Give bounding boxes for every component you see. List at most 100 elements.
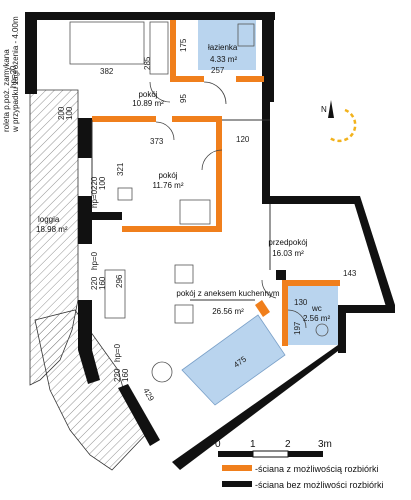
scale-seg-3 — [288, 451, 323, 457]
wall-top — [25, 12, 275, 20]
window-1-label-b: 100 — [65, 106, 74, 120]
dim-429: 429 — [141, 387, 156, 404]
sofa — [104, 269, 126, 319]
dim-296: 296 — [115, 274, 124, 288]
wall-bottom-diag — [172, 345, 346, 470]
wc-floor — [287, 285, 338, 345]
shutter-note-line1: roleta p.poż. zamykana — [2, 49, 11, 132]
wall-left-top — [25, 12, 37, 94]
desk — [117, 187, 133, 201]
door-swings — [149, 81, 307, 329]
kitchen-counter — [181, 314, 286, 406]
room-name-middle: pokój — [158, 171, 177, 180]
dining-table — [151, 361, 173, 383]
scale-tick-1: 1 — [250, 439, 256, 450]
compass: N — [321, 100, 357, 143]
dim-257: 257 — [211, 66, 225, 75]
room-wall-top-left — [92, 116, 156, 122]
dim-130: 130 — [294, 298, 308, 307]
dim-120: 120 — [236, 135, 250, 144]
bath-tub — [237, 23, 255, 47]
dim-95: 95 — [179, 94, 188, 103]
wardrobe-mid — [179, 199, 211, 225]
window-3-label-c: hp=0 — [90, 251, 99, 270]
window-3-label-a: 220 — [90, 276, 99, 290]
bathroom-floor — [198, 20, 256, 70]
room-name-wc: wc — [311, 304, 322, 313]
wall-left-col2 — [78, 196, 92, 244]
window-1-label-c: hp=20 — [9, 65, 18, 88]
scale-bar: 0 1 2 3m — [215, 439, 332, 458]
structural-walls — [25, 12, 395, 470]
window-2-label-b: 100 — [98, 176, 107, 190]
room-wall-right — [216, 116, 222, 232]
legend-swatch-non-removable — [222, 481, 252, 487]
partition-lines — [91, 119, 271, 301]
wardrobe-top — [149, 21, 169, 75]
scale-seg-1 — [218, 451, 253, 457]
armchair — [174, 264, 194, 284]
bath-wall-bottom-right — [236, 76, 264, 82]
room-area-wc: 2.56 m² — [303, 314, 330, 323]
bath-wall-left — [170, 20, 176, 82]
legend: -ściana z możliwością rozbiórki -ściana … — [222, 464, 384, 490]
wall-lower-left — [78, 350, 100, 384]
wc-bowl — [315, 323, 329, 337]
room-wall-bottom — [122, 226, 222, 232]
compass-needle — [328, 100, 334, 118]
room-area-living-kitchen: 26.56 m² — [212, 307, 244, 316]
wall-wc-stub — [276, 270, 286, 280]
room-wall-top-right — [172, 116, 222, 122]
dim-143: 143 — [343, 269, 357, 278]
wc-wall-left — [282, 280, 288, 346]
window-1-label-a: 200 — [57, 106, 66, 120]
kitchen-wall-diag — [255, 300, 270, 317]
legend-swatch-removable — [222, 465, 252, 471]
window-4-label-c: hp=0 — [113, 343, 122, 362]
dim-175: 175 — [179, 38, 188, 52]
compass-arc — [329, 108, 357, 143]
wall-lower-diag — [118, 384, 160, 446]
scale-seg-2 — [252, 450, 289, 458]
wc-wall-top — [282, 280, 340, 286]
loggia-lower-floor — [34, 309, 151, 471]
wall-wc-right — [338, 305, 346, 353]
scale-tick-3: 3m — [318, 439, 332, 450]
armchair-2 — [174, 304, 194, 324]
wall-right-bottom — [340, 305, 395, 313]
legend-label-non-removable: -ściana bez możliwości rozbiórki — [255, 480, 384, 490]
legend-label-removable: -ściana z możliwością rozbiórki — [255, 464, 379, 474]
room-name-living-kitchen: pokój z aneksem kuchennym — [176, 289, 280, 298]
wall-hall-right — [352, 196, 395, 310]
window-4-label-b: 160 — [121, 368, 130, 382]
room-area-bathroom: 4.33 m² — [210, 55, 237, 64]
room-name-loggia: loggia — [38, 215, 60, 224]
window-2-label-a: 220 — [90, 176, 99, 190]
scale-tick-2: 2 — [285, 439, 291, 450]
wall-hall-top — [262, 196, 360, 204]
room-area-middle: 11.76 m² — [153, 181, 184, 190]
window-4-label-a: 220 — [113, 368, 122, 382]
room-area-hallway: 16.03 m² — [272, 249, 304, 258]
scale-tick-0: 0 — [215, 439, 221, 450]
wall-left-col3 — [78, 300, 92, 350]
bath-wall-bottom — [170, 76, 204, 82]
window-2-label-c: hp=0 — [90, 189, 99, 208]
room-area-loggia: 18.98 m² — [36, 225, 68, 234]
room-area-bedroom-top: 10.89 m² — [132, 99, 164, 108]
removable-walls — [92, 20, 340, 346]
dim-197: 197 — [293, 321, 302, 335]
wall-left-col1 — [78, 118, 92, 158]
dim-285: 285 — [143, 56, 152, 70]
compass-north-label: N — [321, 105, 327, 114]
bed — [69, 21, 145, 65]
room-name-bathroom: łazienka — [208, 43, 238, 52]
shutter-note-line2: w przypadku zagrożenia - 4.00m — [11, 16, 20, 133]
room-name-bedroom-top: pokój — [138, 90, 157, 99]
wall-right-mid — [262, 102, 270, 202]
wall-beam — [92, 212, 122, 220]
wall-right-top — [262, 12, 274, 102]
window-3-label-b: 160 — [98, 276, 107, 290]
dim-373: 373 — [150, 137, 164, 146]
